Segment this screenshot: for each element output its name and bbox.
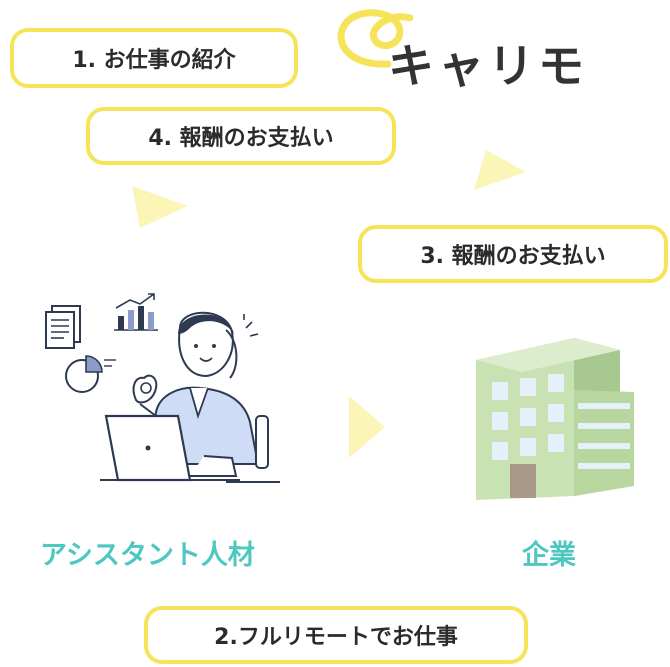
person-laptop-icon	[45, 293, 280, 483]
arrow-right-icon	[349, 396, 385, 458]
bar-chart-icon	[114, 293, 158, 331]
step-3-label: 3. 報酬のお支払い	[358, 225, 668, 283]
step-2-label: 2.フルリモートでお仕事	[144, 606, 528, 664]
step-1-label: 1. お仕事の紹介	[10, 28, 298, 88]
building-icon	[476, 338, 634, 500]
logo-swirl-icon	[337, 9, 414, 68]
arrow-right-icon	[132, 186, 188, 228]
step-4-label: 4. 報酬のお支払い	[86, 107, 396, 165]
company-label: 企業	[522, 540, 576, 571]
logo-text: キャリモ	[388, 39, 588, 93]
assistant-label: アシスタント人材	[40, 540, 255, 571]
arrow-right-icon	[474, 150, 526, 190]
pie-chart-icon	[65, 355, 116, 393]
document-icon	[45, 305, 81, 349]
